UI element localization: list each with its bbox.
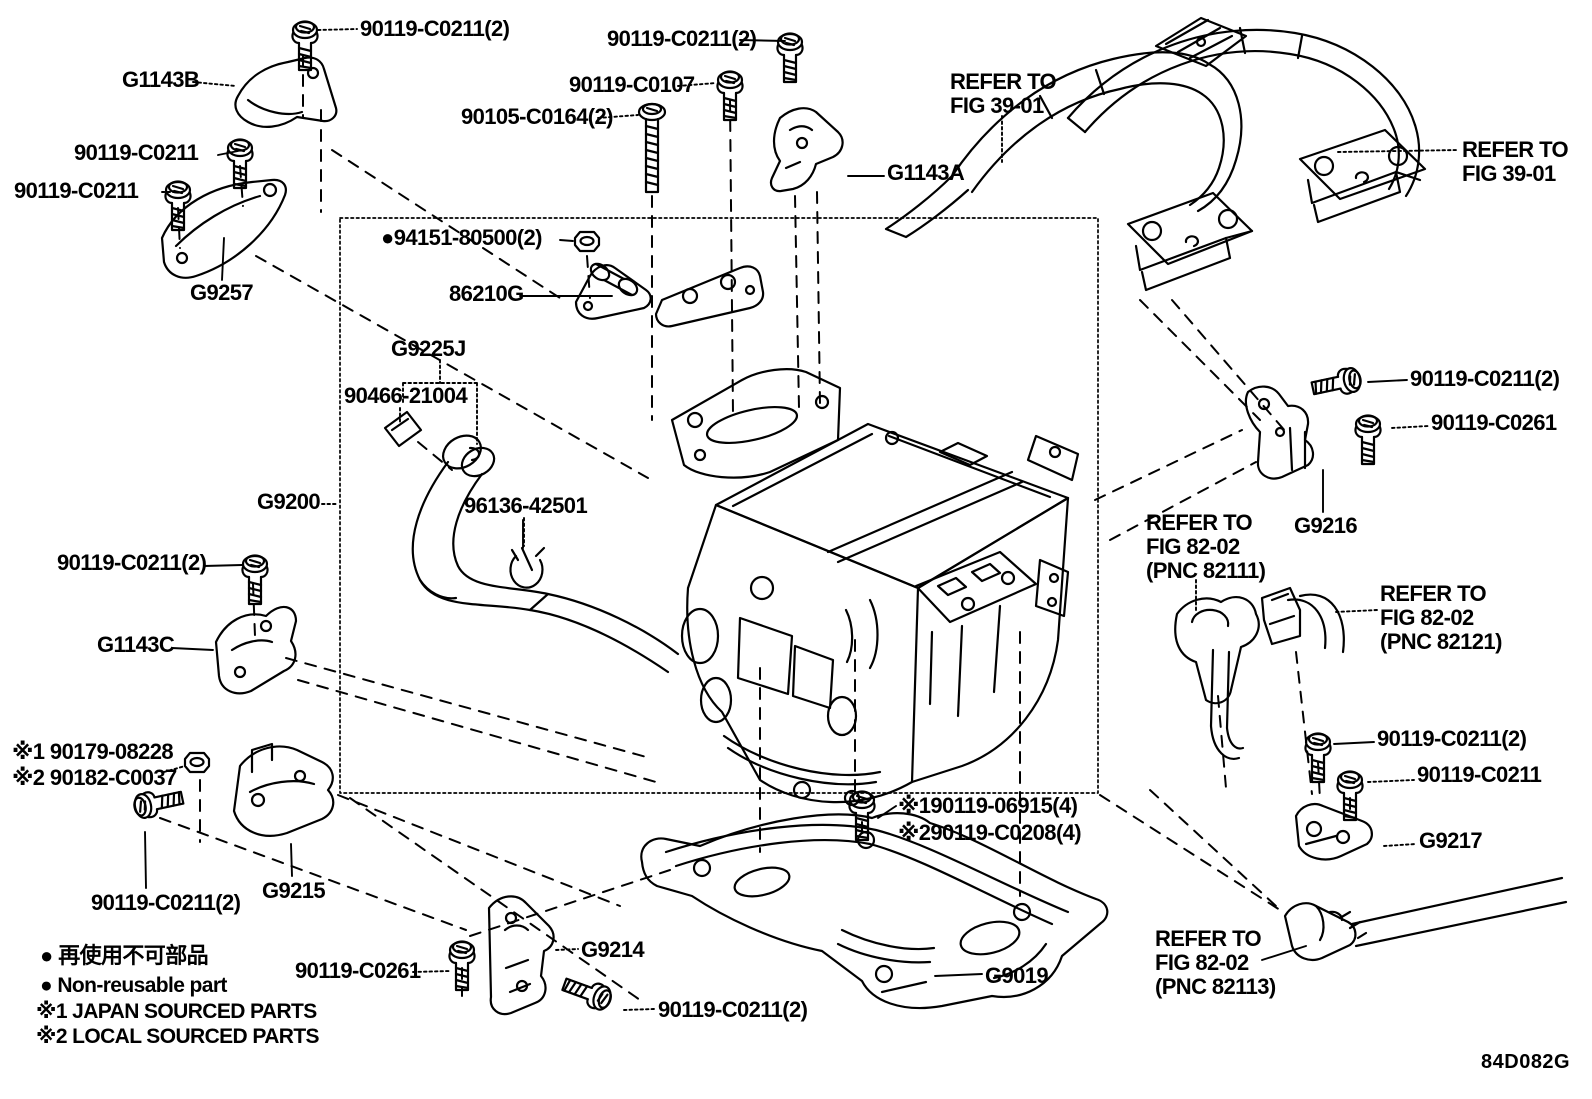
label-part-90119-c0211-left-2: 90119-C0211 [14,178,139,203]
label-part-90179-08228: ※1 90179-08228 [12,739,174,764]
label-part-g9215: G9215 [262,878,326,903]
figure-code: 84D082G [1481,1051,1571,1073]
label-part-90119-c0261-right: 90119-C0261 [1431,410,1557,435]
label-part-90119-c0211-bot-right: 90119-C0211 [1417,762,1542,787]
bracket-g1143c [214,605,298,695]
label-part-g9214: G9214 [581,937,645,962]
main-assembly [670,368,1080,807]
label-part-g1143b: G1143B [122,67,200,92]
label-part-90119-c0261-bottom: 90119-C0261 [295,958,421,983]
bracket-g9215 [232,742,335,837]
label-part-g9216: G9216 [1294,513,1358,538]
label-part-90466-21004: 90466-21004 [344,383,468,408]
clamp-82111 [1174,596,1260,760]
bracket-g1143a [769,107,844,193]
legend-non-reusable-jp: ● 再使用不可部品 [40,943,209,968]
label-part-90119-c0211-top-left: 90119-C0211(2) [360,16,510,41]
hose-g9200 [383,410,680,674]
legend-note-local-sourced: ※2 LOCAL SOURCED PARTS [36,1025,320,1048]
leader-lines [144,39,1408,977]
label-part-90119-c0107: 90119-C0107 [569,72,695,97]
bracket-g9214 [487,895,555,1016]
label-part-g9200: G9200 [257,489,321,514]
bracket-g9217 [1294,802,1373,861]
label-part-90119-c0211-left-1: 90119-C0211 [74,140,199,165]
label-part-g9225j: G9225J [391,336,466,361]
bracket-g9216 [1244,385,1315,480]
bracket-g1143b [234,56,338,128]
assembly-boundary-box [339,217,1099,794]
crossmember-g9019 [640,812,1109,1010]
label-part-90119-c0211-right: 90119-C0211(2) [1410,366,1560,391]
label-part-g9019: G9019 [985,963,1049,988]
label-part-86210g: 86210G [449,281,524,306]
legend-non-reusable-en: ● Non-reusable part [40,974,227,997]
label-part-94151-80500: ●94151-80500(2) [381,225,542,250]
label-refer-fig3901-left: REFER TO FIG 39-01 [950,69,1057,119]
legend-note-japan-sourced: ※1 JAPAN SOURCED PARTS [36,1000,317,1023]
label-refer-fig8202-82111: REFER TO FIG 82-02 (PNC 82111) [1146,510,1266,584]
label-part-96136-42501: 96136-42501 [464,493,588,518]
clamp-82121 [1260,586,1345,654]
mount-plate [654,265,765,328]
label-refer-fig3901-right: REFER TO FIG 39-01 [1462,137,1569,187]
dashed-assembly-lines [159,54,1351,1001]
bracket-g9257 [160,178,287,279]
label-part-90119-c0211-top-mid: 90119-C0211(2) [607,26,757,51]
label-part-g1143c: G1143C [97,632,175,657]
connector-82113 [1283,876,1568,962]
label-part-g9217: G9217 [1419,828,1483,853]
dotted-leaders [161,28,1459,1011]
label-part-g9257: G9257 [190,280,254,305]
label-part-90119-c0211-bot-right-2: 90119-C0211(2) [1377,726,1527,751]
label-part-90119-c0211-bot-left: 90119-C0211(2) [91,890,241,915]
cable-harness-right [1066,26,1427,224]
label-part-90119-06915: ※190119-06915(4) [898,793,1078,818]
label-part-90182-c0037: ※2 90182-C0037 [12,765,177,790]
label-part-90119-c0211-mid-left: 90119-C0211(2) [57,550,207,575]
label-part-g1143a: G1143A [887,160,965,185]
label-refer-fig8202-82121: REFER TO FIG 82-02 (PNC 82121) [1380,581,1502,655]
label-refer-fig8202-82113: REFER TO FIG 82-02 (PNC 82113) [1155,926,1276,1000]
cable-harness-left [884,16,1254,292]
label-part-90119-c0208: ※290119-C0208(4) [898,820,1082,845]
bracket-86210g [574,262,652,320]
label-part-90105-c0164: 90105-C0164(2) [461,104,613,129]
label-part-90119-c0211-bot-mid: 90119-C0211(2) [658,997,808,1022]
